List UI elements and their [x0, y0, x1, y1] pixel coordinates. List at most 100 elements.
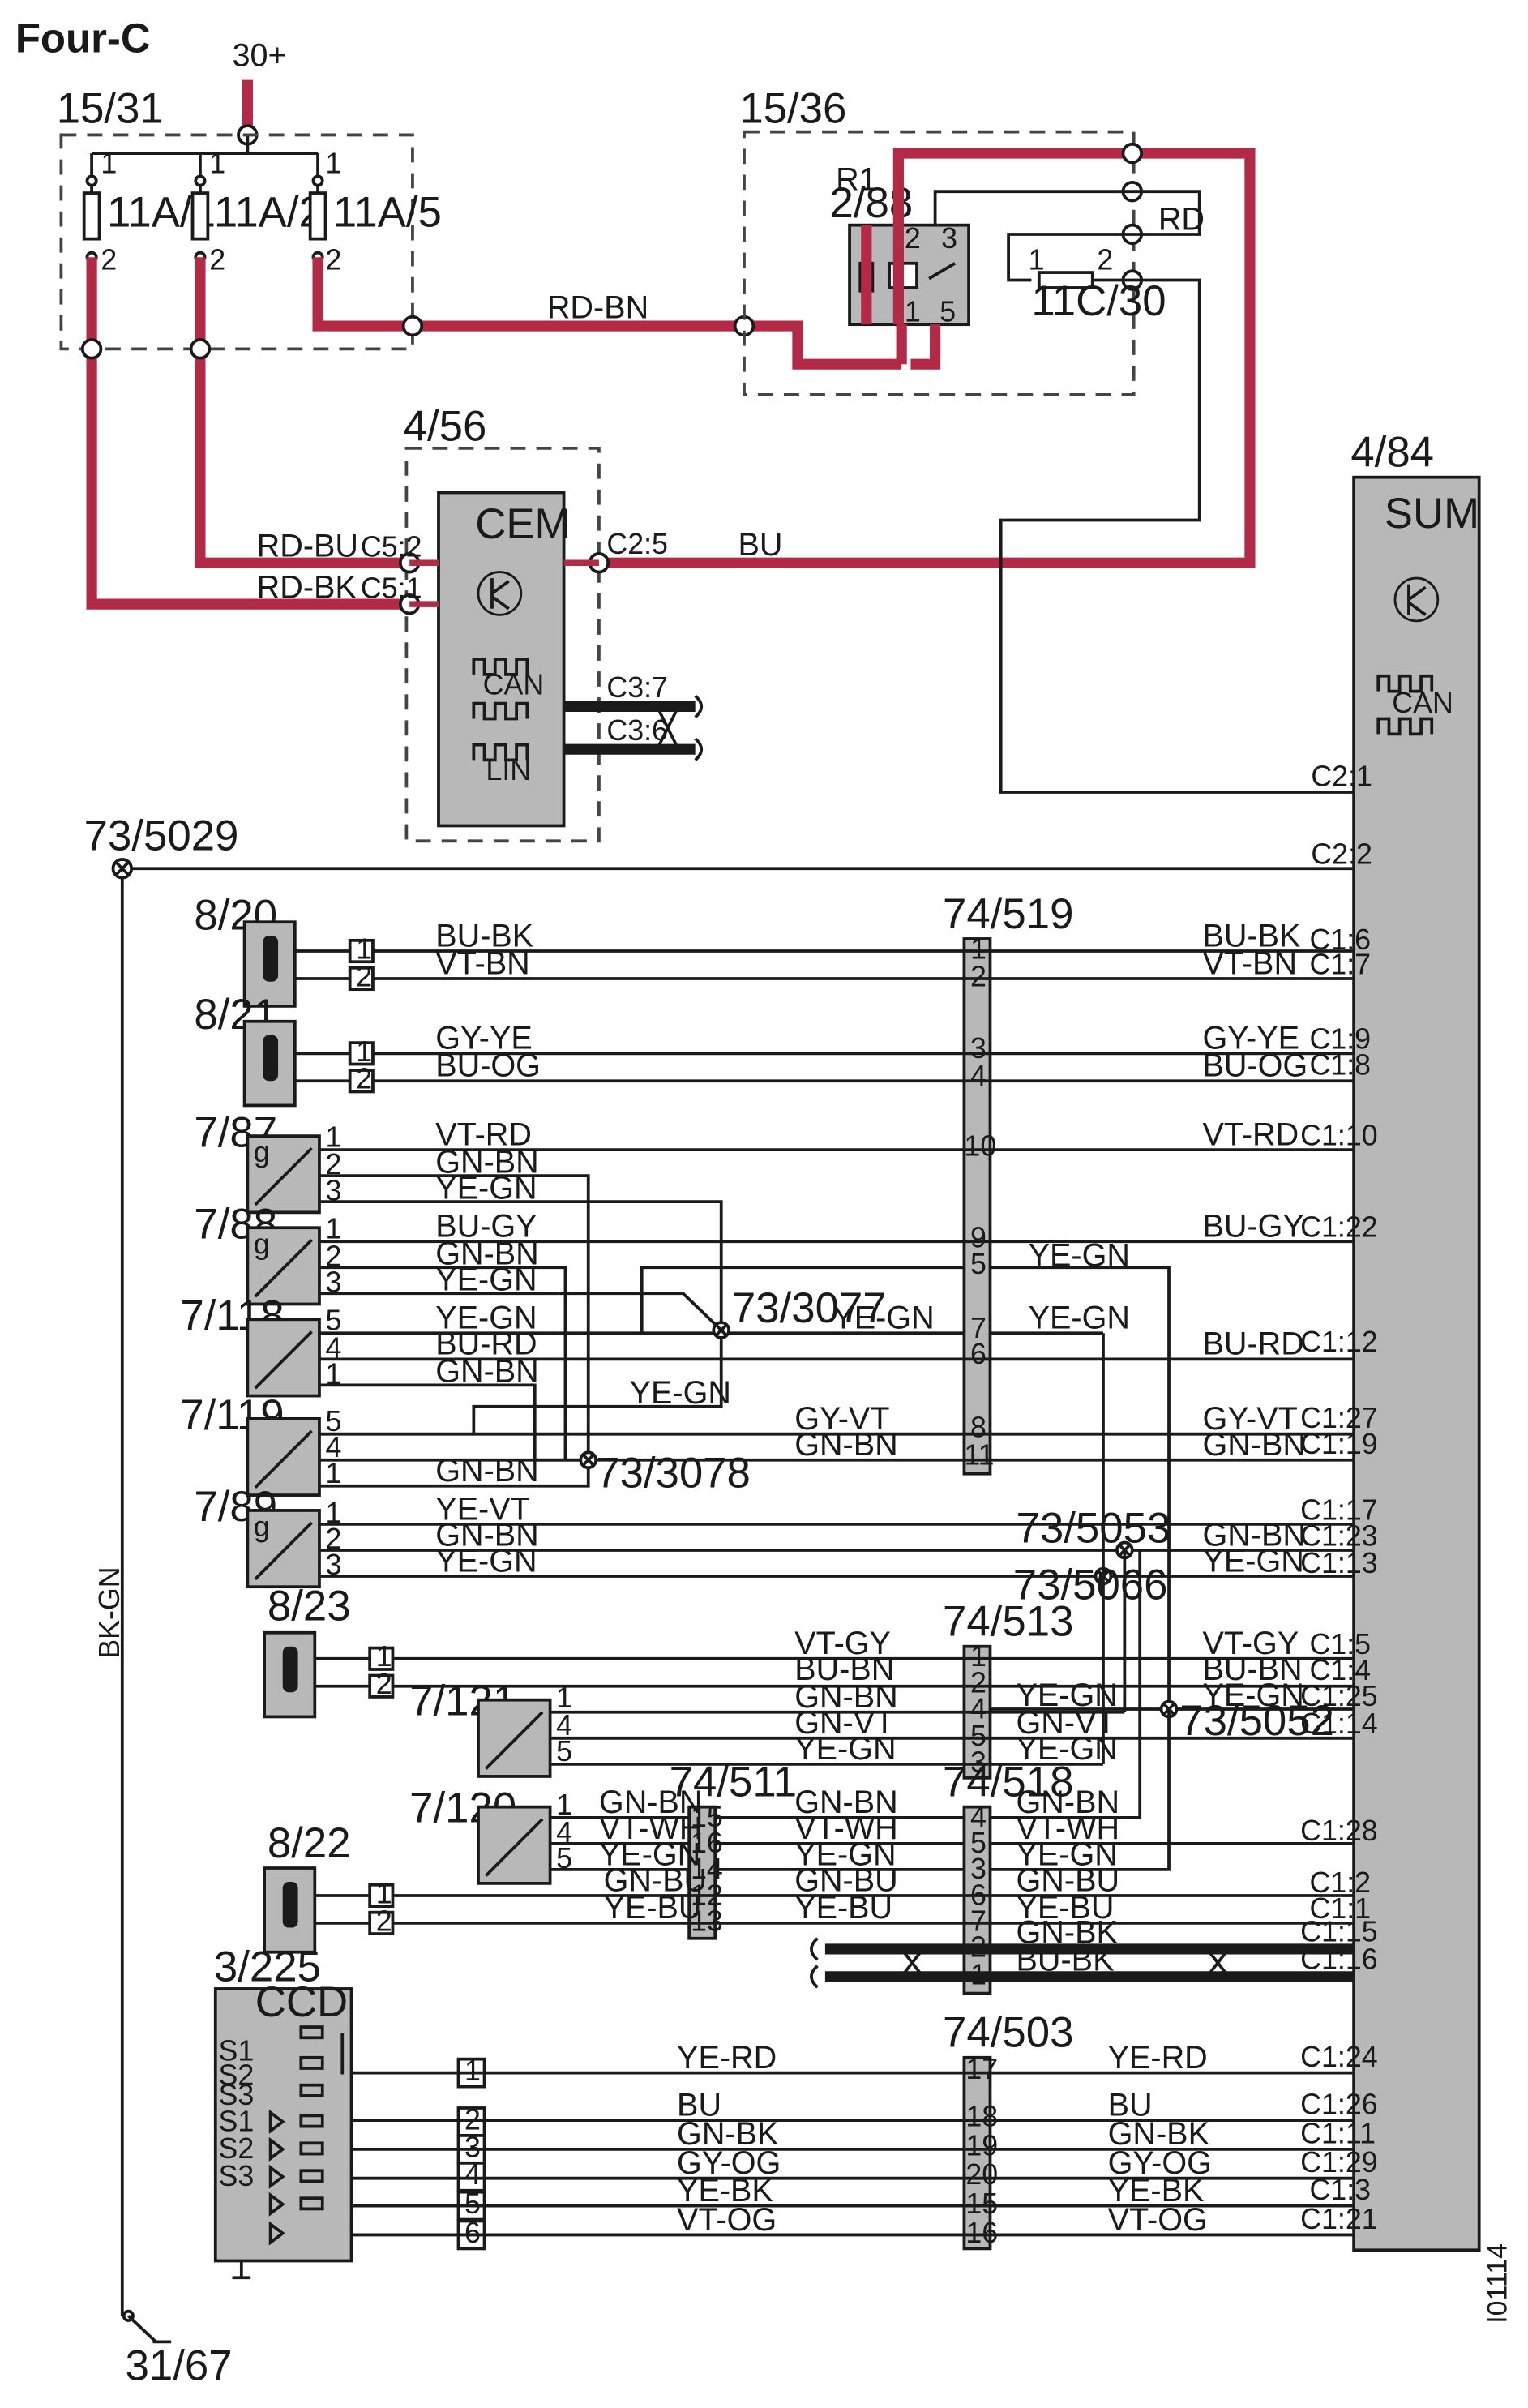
- ccd-panel: 3/225 CCD S1 S2 S3 S1 S2 S3 1 2 3 4 5 6: [214, 1943, 1355, 2280]
- svg-text:5: 5: [464, 2187, 481, 2220]
- svg-text:4: 4: [326, 1431, 342, 1463]
- svg-text:73/5066: 73/5066: [1013, 1561, 1168, 1609]
- svg-text:4: 4: [464, 2158, 481, 2191]
- svg-text:9: 9: [970, 1222, 987, 1254]
- svg-text:YE-GN: YE-GN: [630, 1375, 731, 1411]
- wire-rd-bk: RD-BK: [257, 570, 357, 606]
- svg-text:4: 4: [556, 1709, 572, 1742]
- svg-text:GY-OG: GY-OG: [1108, 2145, 1212, 2181]
- cem-outline: [404, 446, 601, 843]
- svg-text:YE-GN: YE-GN: [1202, 1543, 1303, 1579]
- svg-text:VT-RD: VT-RD: [435, 1116, 532, 1152]
- ground-wire-label: BK-GN: [93, 1566, 126, 1658]
- svg-text:73/3077: 73/3077: [732, 1284, 887, 1332]
- svg-text:GN-VT: GN-VT: [794, 1705, 894, 1741]
- svg-text:C2:2: C2:2: [1311, 838, 1372, 871]
- svg-text:2: 2: [326, 243, 342, 276]
- svg-text:GN-BN: GN-BN: [794, 1427, 898, 1463]
- svg-text:1: 1: [356, 932, 372, 965]
- svg-text:S2: S2: [219, 2132, 255, 2165]
- svg-text:YE-GN: YE-GN: [435, 1262, 537, 1298]
- svg-text:1: 1: [970, 1640, 987, 1673]
- svg-text:2: 2: [376, 1905, 392, 1937]
- svg-text:S3: S3: [219, 2160, 255, 2192]
- svg-text:19: 19: [965, 2129, 998, 2162]
- svg-text:3: 3: [970, 1853, 987, 1885]
- svg-text:GN-BU: GN-BU: [794, 1862, 898, 1898]
- svg-text:VT-WH: VT-WH: [1017, 1810, 1120, 1846]
- svg-text:YE-GN: YE-GN: [599, 1836, 700, 1872]
- svg-text:GN-BN: GN-BN: [435, 1144, 539, 1180]
- svg-text:BU-GY: BU-GY: [1202, 1209, 1303, 1245]
- svg-text:15: 15: [965, 2187, 998, 2220]
- svg-text:GY-YE: GY-YE: [1202, 1021, 1299, 1056]
- svg-text:C1:10: C1:10: [1300, 1119, 1378, 1151]
- svg-text:73/5052: 73/5052: [1179, 1697, 1334, 1745]
- svg-text:13: 13: [691, 1905, 723, 1937]
- svg-text:YE-GN: YE-GN: [794, 1731, 896, 1767]
- fuse-label: 11A/2: [214, 189, 323, 237]
- fuse-label: 11C/30: [1031, 277, 1166, 325]
- relay-name: R1: [836, 161, 877, 197]
- svg-text:BU-BN: BU-BN: [794, 1652, 894, 1687]
- svg-text:2: 2: [970, 1666, 987, 1699]
- fuse-11a2: 11A/2 1 2: [190, 148, 323, 276]
- svg-text:74/503: 74/503: [943, 2009, 1073, 2057]
- svg-text:C1:26: C1:26: [1300, 2089, 1378, 2121]
- svg-text:1: 1: [326, 1497, 342, 1529]
- svg-text:YE-GN: YE-GN: [794, 1836, 896, 1872]
- svg-text:2: 2: [970, 960, 987, 992]
- fuse-label: 11A/5: [333, 189, 442, 237]
- svg-text:GN-BN: GN-BN: [435, 1453, 539, 1489]
- svg-text:2: 2: [326, 1148, 342, 1180]
- svg-text:2: 2: [209, 243, 225, 276]
- svg-text:C1:9: C1:9: [1309, 1023, 1371, 1056]
- svg-text:C1:24: C1:24: [1300, 2041, 1378, 2073]
- svg-text:GN-BN: GN-BN: [1017, 1785, 1120, 1820]
- svg-text:2: 2: [326, 1240, 342, 1272]
- svg-text:73/3078: 73/3078: [596, 1450, 751, 1498]
- svg-text:1: 1: [326, 1457, 342, 1489]
- svg-text:3: 3: [326, 1549, 342, 1581]
- svg-text:C1:29: C1:29: [1300, 2146, 1378, 2179]
- svg-text:GN-BK: GN-BK: [1017, 1914, 1118, 1950]
- svg-text:g: g: [254, 1136, 270, 1168]
- svg-text:C1:12: C1:12: [1300, 1326, 1378, 1358]
- svg-text:C3:6: C3:6: [606, 714, 668, 747]
- page-title: Four-C: [15, 15, 151, 62]
- relay-box-ref: 15/36: [739, 84, 846, 132]
- svg-text:GY-VT: GY-VT: [794, 1401, 889, 1437]
- fusebox-ref: 15/31: [57, 84, 164, 132]
- svg-text:VT-OG: VT-OG: [1108, 2202, 1208, 2238]
- cem-name: CEM: [475, 500, 570, 548]
- svg-text:GN-BU: GN-BU: [604, 1862, 708, 1898]
- svg-text:5: 5: [970, 1248, 987, 1280]
- svg-text:2: 2: [376, 1668, 392, 1700]
- svg-text:1: 1: [326, 1120, 342, 1153]
- svg-text:5: 5: [326, 1405, 342, 1438]
- svg-text:GN-BK: GN-BK: [1108, 2116, 1209, 2152]
- svg-text:2: 2: [356, 1063, 372, 1095]
- svg-text:GY-YE: GY-YE: [435, 1021, 533, 1056]
- svg-text:C5:2: C5:2: [361, 531, 422, 563]
- svg-text:3: 3: [941, 222, 957, 255]
- svg-text:C1:5: C1:5: [1309, 1628, 1371, 1660]
- svg-text:C1:21: C1:21: [1300, 2203, 1378, 2235]
- svg-text:YE-RD: YE-RD: [1108, 2040, 1208, 2076]
- fuse-11a5: 11A/5 12: [308, 148, 442, 276]
- svg-text:1: 1: [209, 148, 225, 180]
- svg-text:VT-RD: VT-RD: [1202, 1116, 1299, 1152]
- wire-bu: BU: [738, 527, 782, 563]
- svg-text:5: 5: [556, 1735, 572, 1767]
- svg-text:BU-RD: BU-RD: [435, 1326, 537, 1362]
- svg-text:GN-BK: GN-BK: [677, 2116, 778, 2152]
- svg-text:GY-OG: GY-OG: [677, 2145, 781, 2181]
- svg-text:YE-GN: YE-GN: [435, 1543, 537, 1579]
- svg-text:BU-OG: BU-OG: [435, 1048, 541, 1084]
- svg-text:GY-VT: GY-VT: [1202, 1401, 1297, 1437]
- svg-text:YE-GN: YE-GN: [1029, 1237, 1130, 1273]
- svg-text:C1:2: C1:2: [1309, 1866, 1371, 1899]
- splice-5029: 73/5029: [84, 812, 239, 860]
